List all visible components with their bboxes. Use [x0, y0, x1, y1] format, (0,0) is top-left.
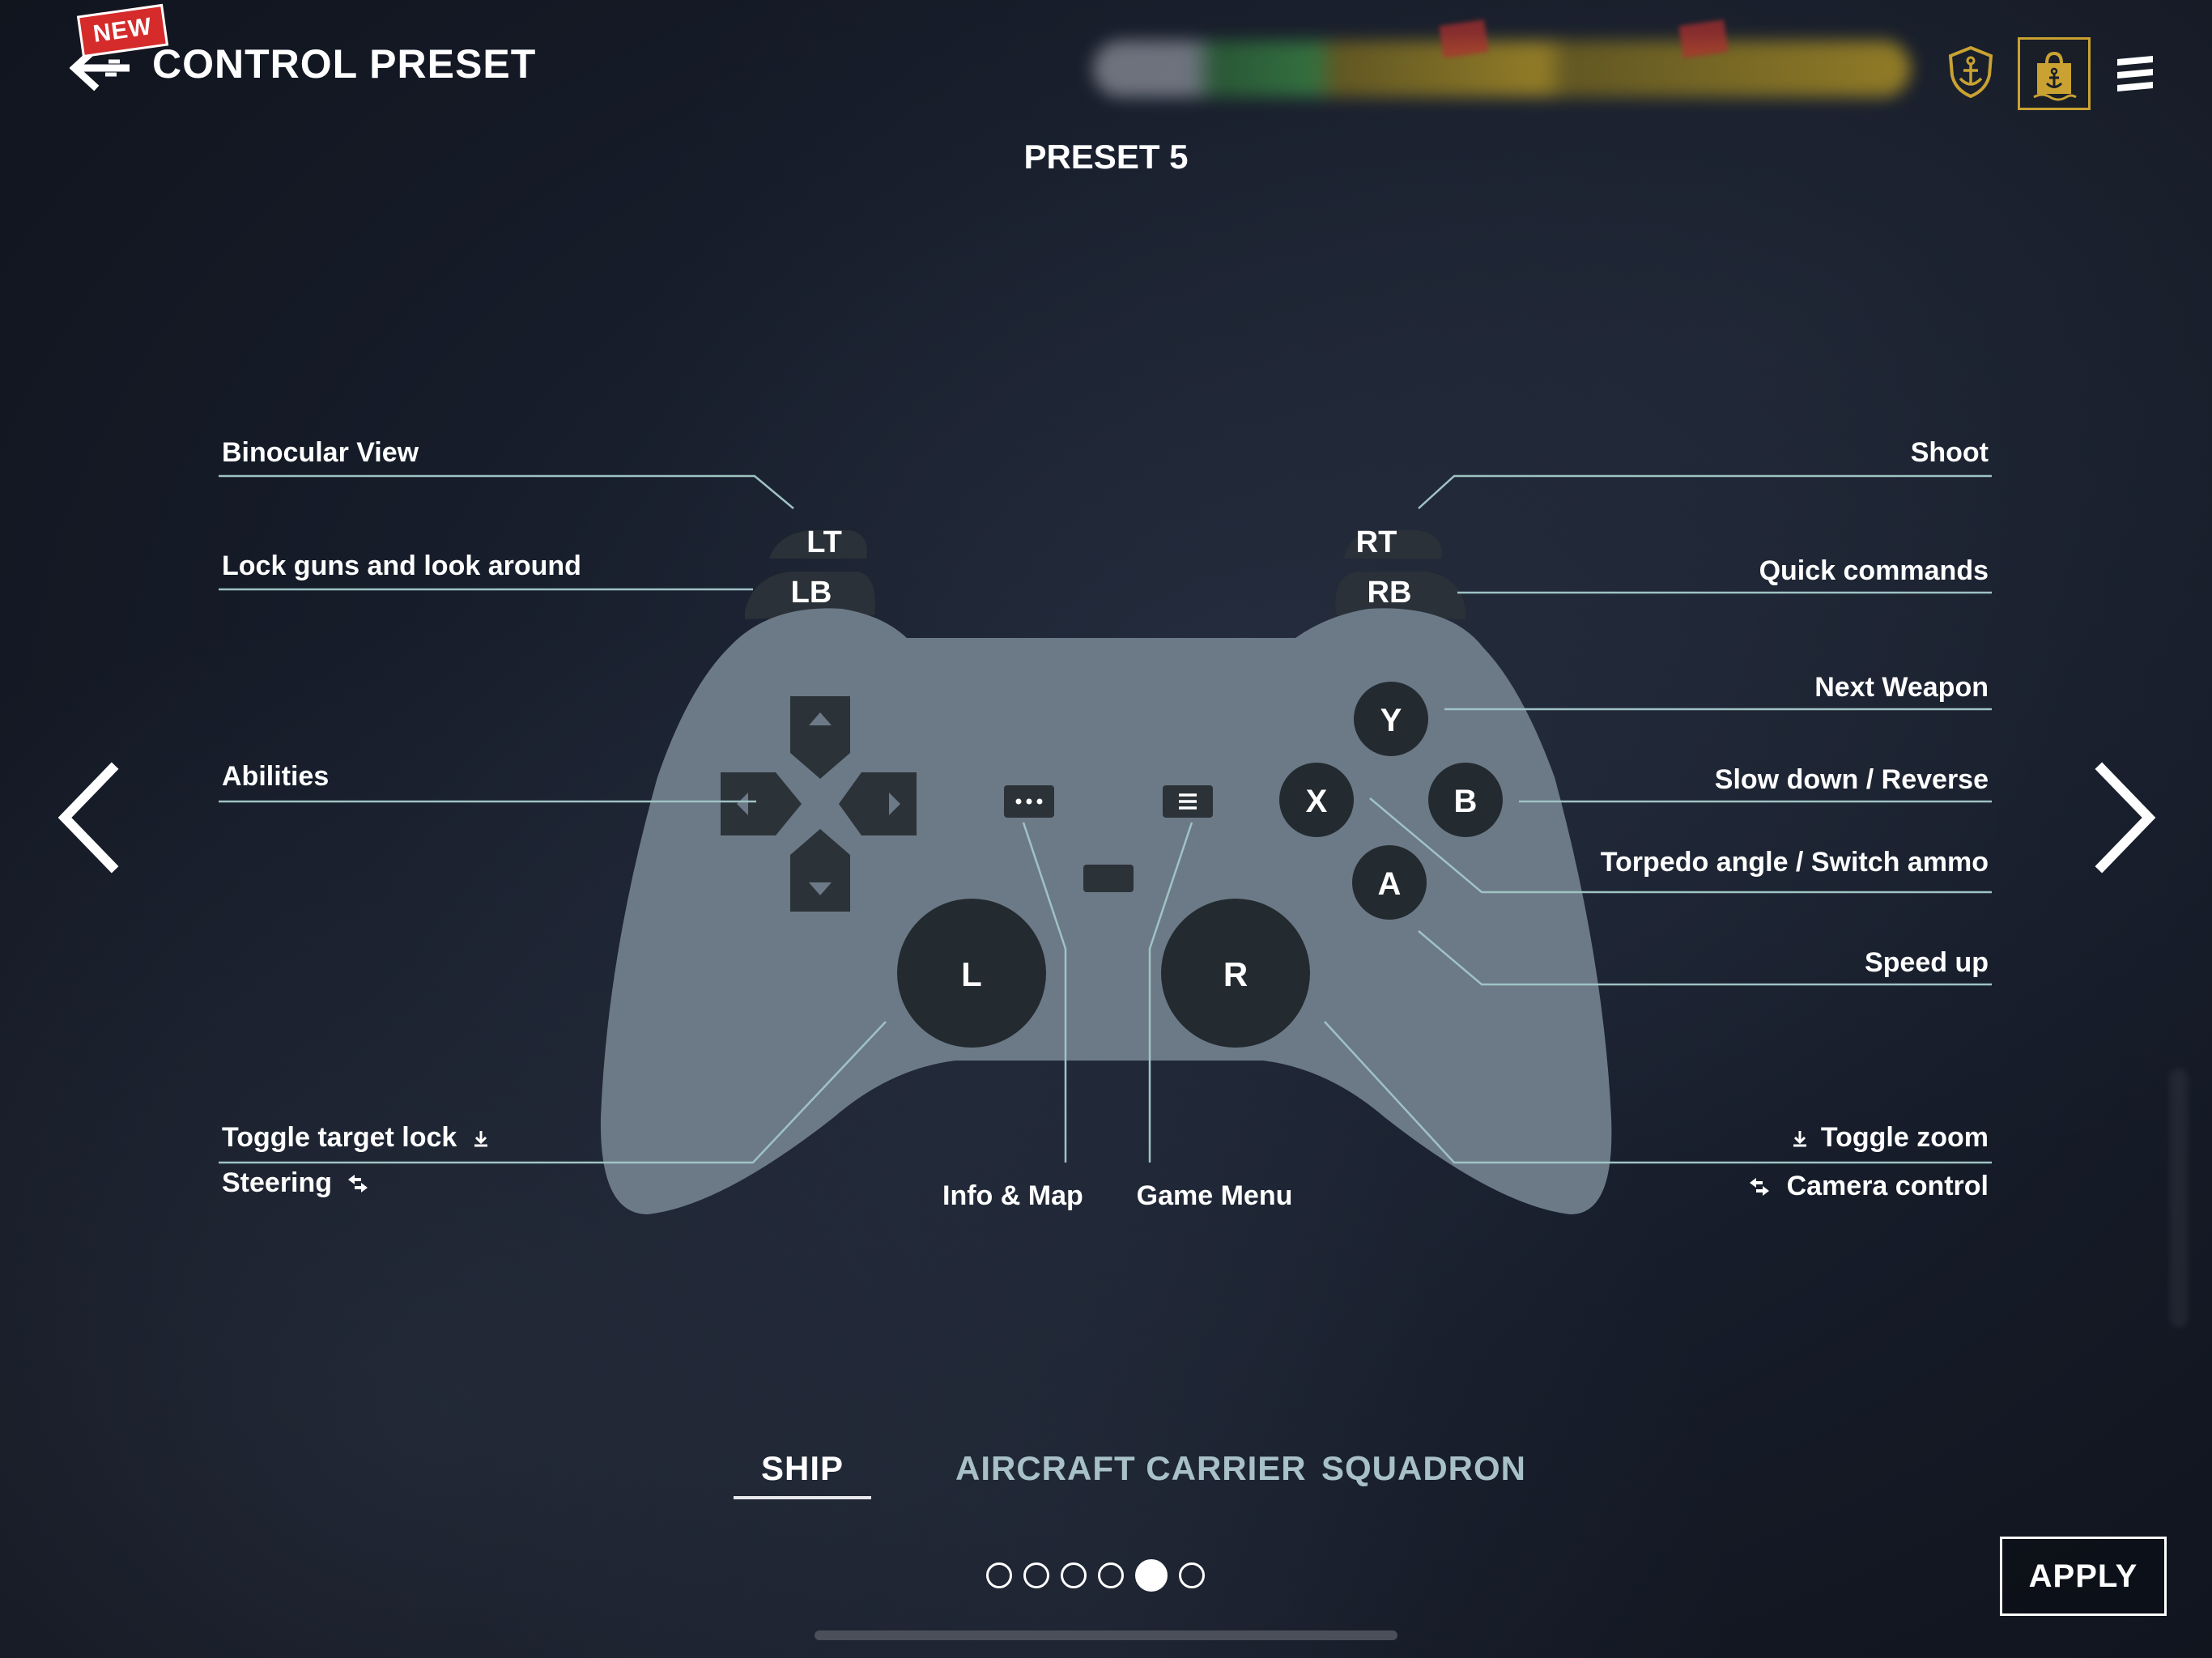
- chevron-left-icon: [57, 762, 119, 874]
- x-label: X: [1306, 784, 1328, 819]
- page-title: CONTROL PRESET: [152, 41, 537, 87]
- prev-preset-button[interactable]: [50, 761, 123, 874]
- mode-tabs: SHIP AIRCRAFT CARRIER SQUADRON: [0, 1441, 2212, 1506]
- b-button: [1428, 763, 1503, 837]
- dpad-right: [839, 772, 917, 835]
- tab-ship[interactable]: SHIP: [734, 1441, 871, 1499]
- currency-bar-blurred: [1093, 40, 1911, 97]
- l-stick-label: L: [961, 955, 982, 993]
- binding-toggle-target-lock-row: Toggle target lock: [222, 1122, 492, 1154]
- stick-move-icon: [1750, 1178, 1770, 1197]
- binding-steering: Steering: [222, 1167, 333, 1198]
- binding-slow-down: Slow down / Reverse: [1714, 764, 1989, 795]
- lb-label: LB: [791, 576, 832, 610]
- shop-button[interactable]: [2018, 37, 2091, 110]
- binding-torpedo-angle: Torpedo angle / Switch ammo: [1600, 847, 1989, 878]
- binding-lock-guns: Lock guns and look around: [222, 551, 581, 581]
- left-stick: [897, 899, 1046, 1048]
- stick-press-icon: [474, 1131, 487, 1147]
- binding-binocular-view: Binocular View: [222, 437, 419, 468]
- page-dot-6[interactable]: [1179, 1562, 1205, 1588]
- binding-camera-control: Camera control: [1786, 1171, 1989, 1201]
- anchor-bag-icon: [2033, 51, 2077, 101]
- binding-quick-commands: Quick commands: [1759, 555, 1989, 586]
- y-label: Y: [1380, 703, 1402, 738]
- preset-label: PRESET 5: [1023, 138, 1189, 176]
- share-button: [1083, 865, 1134, 892]
- dpad-left: [721, 772, 802, 835]
- binding-steering-row: Steering: [222, 1167, 371, 1199]
- tab-aircraft-carrier[interactable]: AIRCRAFT CARRIER: [955, 1449, 1307, 1487]
- page-dot-2[interactable]: [1023, 1562, 1049, 1588]
- dpad: [721, 696, 917, 912]
- binding-toggle-zoom: Toggle zoom: [1820, 1122, 1989, 1153]
- home-indicator[interactable]: [815, 1630, 1397, 1640]
- dpad-down: [790, 829, 850, 912]
- rt-trigger: [1344, 530, 1442, 559]
- binding-abilities: Abilities: [222, 761, 330, 792]
- lt-trigger: [769, 530, 867, 559]
- binding-camera-control-row: Camera control: [1746, 1171, 1989, 1202]
- y-button: [1354, 682, 1428, 756]
- binding-info-map: Info & Map: [942, 1180, 1083, 1211]
- page-dot-5-active[interactable]: [1135, 1559, 1168, 1592]
- anchor-shield-icon: [1948, 45, 1993, 99]
- apply-button[interactable]: APPLY: [2000, 1537, 2167, 1616]
- hamburger-menu-icon: [2117, 56, 2153, 91]
- rb-label: RB: [1368, 576, 1412, 610]
- binding-speed-up: Speed up: [1864, 947, 1989, 978]
- binding-next-weapon: Next Weapon: [1814, 672, 1989, 703]
- anchor-shield-button[interactable]: [1937, 37, 2005, 105]
- lb-bumper: [745, 572, 875, 619]
- binding-toggle-zoom-row: Toggle zoom: [1789, 1122, 1989, 1154]
- x-button: [1279, 763, 1354, 837]
- binding-toggle-target-lock: Toggle target lock: [222, 1122, 457, 1153]
- page-dot-3[interactable]: [1061, 1562, 1087, 1588]
- preset-pagination: [986, 1559, 1205, 1592]
- stick-press-icon: [1793, 1131, 1807, 1147]
- menu-button[interactable]: [2100, 37, 2168, 105]
- a-label: A: [1378, 866, 1402, 902]
- binding-game-menu: Game Menu: [1136, 1180, 1293, 1211]
- binding-shoot: Shoot: [1910, 437, 1989, 468]
- page-dot-4[interactable]: [1098, 1562, 1124, 1588]
- tab-squadron[interactable]: SQUADRON: [1321, 1449, 1527, 1487]
- lt-label: LT: [806, 525, 842, 559]
- scroll-indicator: [2170, 1069, 2188, 1328]
- chevron-right-icon: [2095, 762, 2156, 874]
- controller-body: [600, 608, 1612, 1214]
- a-button: [1352, 845, 1427, 920]
- right-stick: [1161, 899, 1310, 1048]
- callout-lines: [219, 474, 1992, 1164]
- dpad-up: [790, 696, 850, 779]
- stick-move-icon: [347, 1175, 368, 1193]
- b-label: B: [1454, 784, 1478, 819]
- rt-label: RT: [1356, 525, 1397, 559]
- r-stick-label: R: [1223, 955, 1248, 993]
- rb-bumper: [1335, 572, 1465, 619]
- page-dot-1[interactable]: [986, 1562, 1012, 1588]
- next-preset-button[interactable]: [2091, 761, 2163, 874]
